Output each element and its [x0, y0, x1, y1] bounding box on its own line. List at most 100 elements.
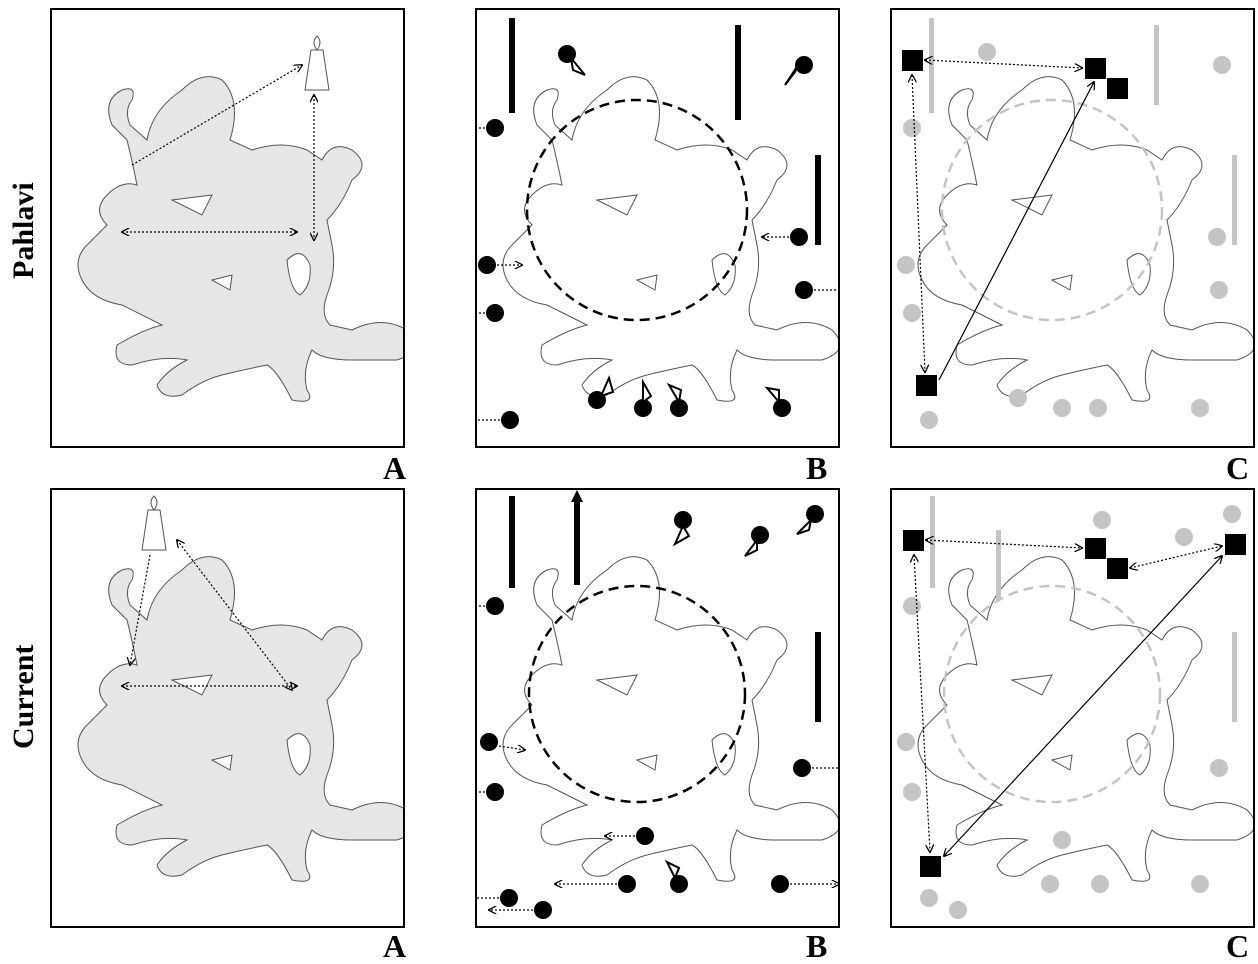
gray-circle-icon [1091, 875, 1109, 893]
panel-current-a-drawing [52, 490, 403, 926]
panel-pahlavi-a-drawing [52, 10, 403, 446]
arrow-cone-icon [785, 62, 800, 85]
gray-circle-icon [903, 783, 921, 801]
filled-circle-icon [478, 256, 496, 274]
row-label-pahlavi-text: Pahlavi [7, 235, 41, 279]
gray-circle-icon [1210, 759, 1228, 777]
panel-current-c [890, 488, 1255, 928]
gray-circle-icon [1053, 399, 1071, 417]
gray-circle-icon [1208, 228, 1226, 246]
panel-label-pahlavi-c: C [1226, 452, 1249, 484]
panel-label-current-a: A [383, 930, 406, 962]
filled-square-icon [920, 856, 941, 877]
filled-square-icon [916, 375, 937, 396]
arrow-cone-icon [643, 382, 651, 402]
gray-circle-icon [1191, 875, 1209, 893]
filled-square-icon [1107, 558, 1128, 579]
gray-circle-icon [1089, 399, 1107, 417]
filled-square-icon [903, 530, 924, 551]
gray-circle-icon [920, 411, 938, 429]
gray-circle-icon [1213, 56, 1231, 74]
gray-circle-icon [1009, 389, 1027, 407]
panel-label-current-c: C [1226, 930, 1249, 962]
gray-circle-icon [1175, 528, 1193, 546]
small-figure-icon [142, 496, 166, 550]
panel-label-pahlavi-a: A [383, 452, 406, 484]
vertical-bar-gray-icon [1232, 155, 1237, 245]
filled-square-icon [1085, 58, 1106, 79]
vertical-bar-icon [509, 496, 515, 588]
arrow-cone-icon [669, 385, 681, 402]
filled-circle-icon [751, 526, 769, 544]
gray-circle-icon [978, 43, 996, 61]
arrow-cone-icon [745, 540, 757, 556]
arrow-cone-icon [767, 388, 779, 402]
filled-circle-icon [501, 411, 519, 429]
filled-circle-icon [486, 119, 504, 137]
filled-circle-icon [790, 228, 808, 246]
panel-pahlavi-c [890, 8, 1255, 448]
gray-circle-icon [1223, 505, 1241, 523]
vertical-bar-icon [574, 500, 580, 585]
gray-circle-icon [897, 733, 915, 751]
gray-circle-icon [903, 304, 921, 322]
filled-circle-icon [486, 783, 504, 801]
panel-pahlavi-b-drawing [477, 10, 838, 446]
vertical-bar-icon [815, 632, 821, 722]
arrow-line [912, 75, 925, 372]
arrow-cone-icon [571, 58, 585, 75]
gray-circle-icon [1053, 831, 1071, 849]
gray-circle-icon [1093, 511, 1111, 529]
filled-square-icon [902, 50, 923, 71]
filled-circle-icon [534, 901, 552, 919]
panel-current-a [50, 488, 405, 928]
panel-label-current-b: B [806, 930, 827, 962]
gray-circle-icon [949, 901, 967, 919]
gray-circle-icon [1041, 875, 1059, 893]
filled-square-icon [1225, 534, 1246, 555]
vertical-bar-gray-icon [1154, 25, 1159, 105]
row-label-current: Current [2, 710, 46, 754]
panel-pahlavi-b [475, 8, 840, 448]
row-label-current-text: Current [7, 705, 41, 749]
vertical-bar-gray-icon [930, 496, 935, 588]
panel-current-b-drawing [477, 490, 838, 926]
gray-circle-icon [897, 256, 915, 274]
filled-square-icon [1085, 538, 1106, 559]
gray-circle-icon [903, 597, 921, 615]
gray-circle-icon [920, 889, 938, 907]
filled-circle-icon [670, 875, 688, 893]
vertical-bar-gray-icon [996, 530, 1001, 600]
filled-circle-icon [795, 281, 813, 299]
panel-current-c-drawing [892, 490, 1253, 926]
gray-circle-icon [903, 119, 921, 137]
small-figure-icon [305, 36, 329, 90]
vertical-bar-icon [815, 155, 821, 245]
row-label-pahlavi: Pahlavi [2, 240, 46, 284]
filled-circle-icon [806, 505, 824, 523]
arrow-line [925, 60, 1082, 68]
filled-circle-icon [486, 597, 504, 615]
panel-pahlavi-a [50, 8, 405, 448]
filled-circle-icon [793, 759, 811, 777]
filled-circle-icon [773, 399, 791, 417]
arrowhead-icon [571, 490, 583, 502]
vertical-bar-icon [735, 25, 741, 120]
arrow-line [914, 555, 930, 852]
filled-circle-icon [486, 304, 504, 322]
panel-current-b [475, 488, 840, 928]
panel-label-pahlavi-b: B [806, 452, 827, 484]
filled-circle-icon [500, 889, 518, 907]
filled-circle-icon [618, 875, 636, 893]
gray-circle-icon [1210, 281, 1228, 299]
vertical-bar-gray-icon [929, 18, 934, 113]
arrow-cone-icon [797, 520, 811, 534]
filled-square-icon [1107, 78, 1128, 99]
vertical-bar-icon [509, 18, 515, 113]
arrow-line [1130, 546, 1222, 568]
vertical-bar-gray-icon [1232, 632, 1237, 722]
filled-circle-icon [636, 827, 654, 845]
arrow-line [926, 540, 1082, 548]
gray-circle-icon [1191, 399, 1209, 417]
filled-circle-icon [480, 733, 498, 751]
